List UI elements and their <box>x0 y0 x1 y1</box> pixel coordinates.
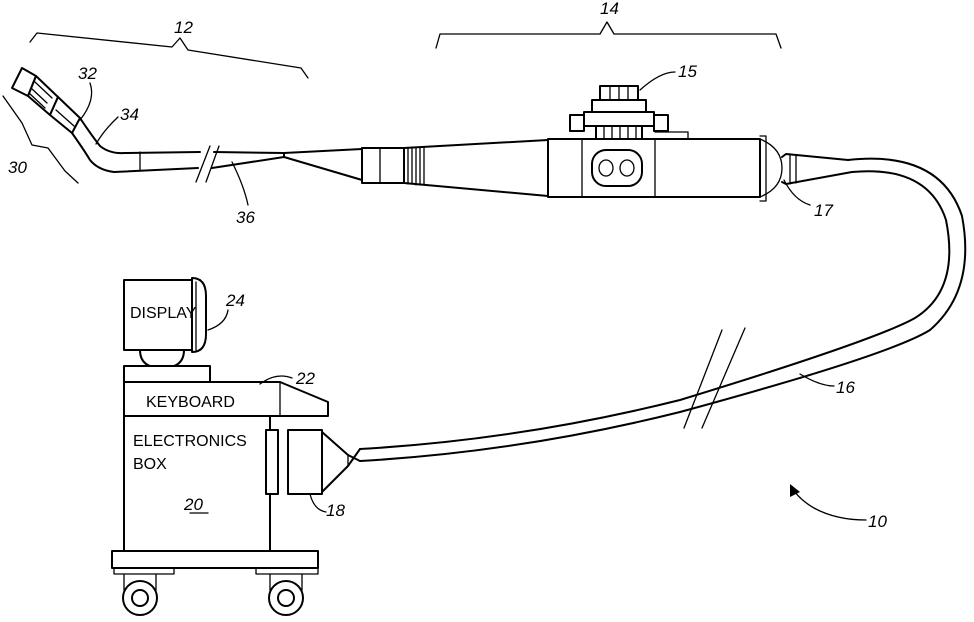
collar <box>362 148 404 183</box>
bending-section <box>72 118 200 172</box>
ref-18: 18 <box>326 501 345 520</box>
cable-break-16 <box>684 328 745 428</box>
ref-32: 32 <box>78 64 97 83</box>
ref-20: 20 <box>183 495 203 514</box>
control-knobs-15 <box>570 86 668 139</box>
ref-34: 34 <box>120 105 139 124</box>
electronics-label-line1: ELECTRONICS <box>133 433 247 450</box>
ref-22: 22 <box>295 369 315 388</box>
electronics-label-line2: BOX <box>133 456 167 473</box>
ref-12: 12 <box>174 18 193 37</box>
umbilical-strain-relief <box>782 154 852 184</box>
ref-16: 16 <box>836 378 855 397</box>
ref-14: 14 <box>600 0 619 18</box>
arrow-10-head <box>790 484 800 497</box>
ref-10: 10 <box>868 512 887 531</box>
insertion-tube-36 <box>212 152 284 168</box>
ref-30: 30 <box>8 158 27 177</box>
handle-body <box>548 139 760 197</box>
ref-15: 15 <box>678 62 697 81</box>
ref-24: 24 <box>225 291 245 310</box>
leader-24 <box>208 310 228 330</box>
keyboard-label: KEYBOARD <box>146 394 235 411</box>
brace-12 <box>30 33 308 78</box>
leader-15 <box>640 72 675 90</box>
ref-17: 17 <box>814 201 833 220</box>
umbilical-cable-16 <box>360 159 965 461</box>
handle-taper <box>404 140 548 196</box>
display-label: DISPLAY <box>130 305 197 322</box>
leader-18 <box>310 494 326 512</box>
leader-34 <box>96 117 118 144</box>
strain-relief <box>284 149 362 180</box>
connector-18 <box>288 430 360 494</box>
ref-36: 36 <box>236 208 255 227</box>
leader-32 <box>80 83 92 120</box>
arrow-10 <box>792 488 866 520</box>
leader-36 <box>232 162 248 205</box>
brace-14 <box>436 22 781 48</box>
handle <box>548 132 782 201</box>
